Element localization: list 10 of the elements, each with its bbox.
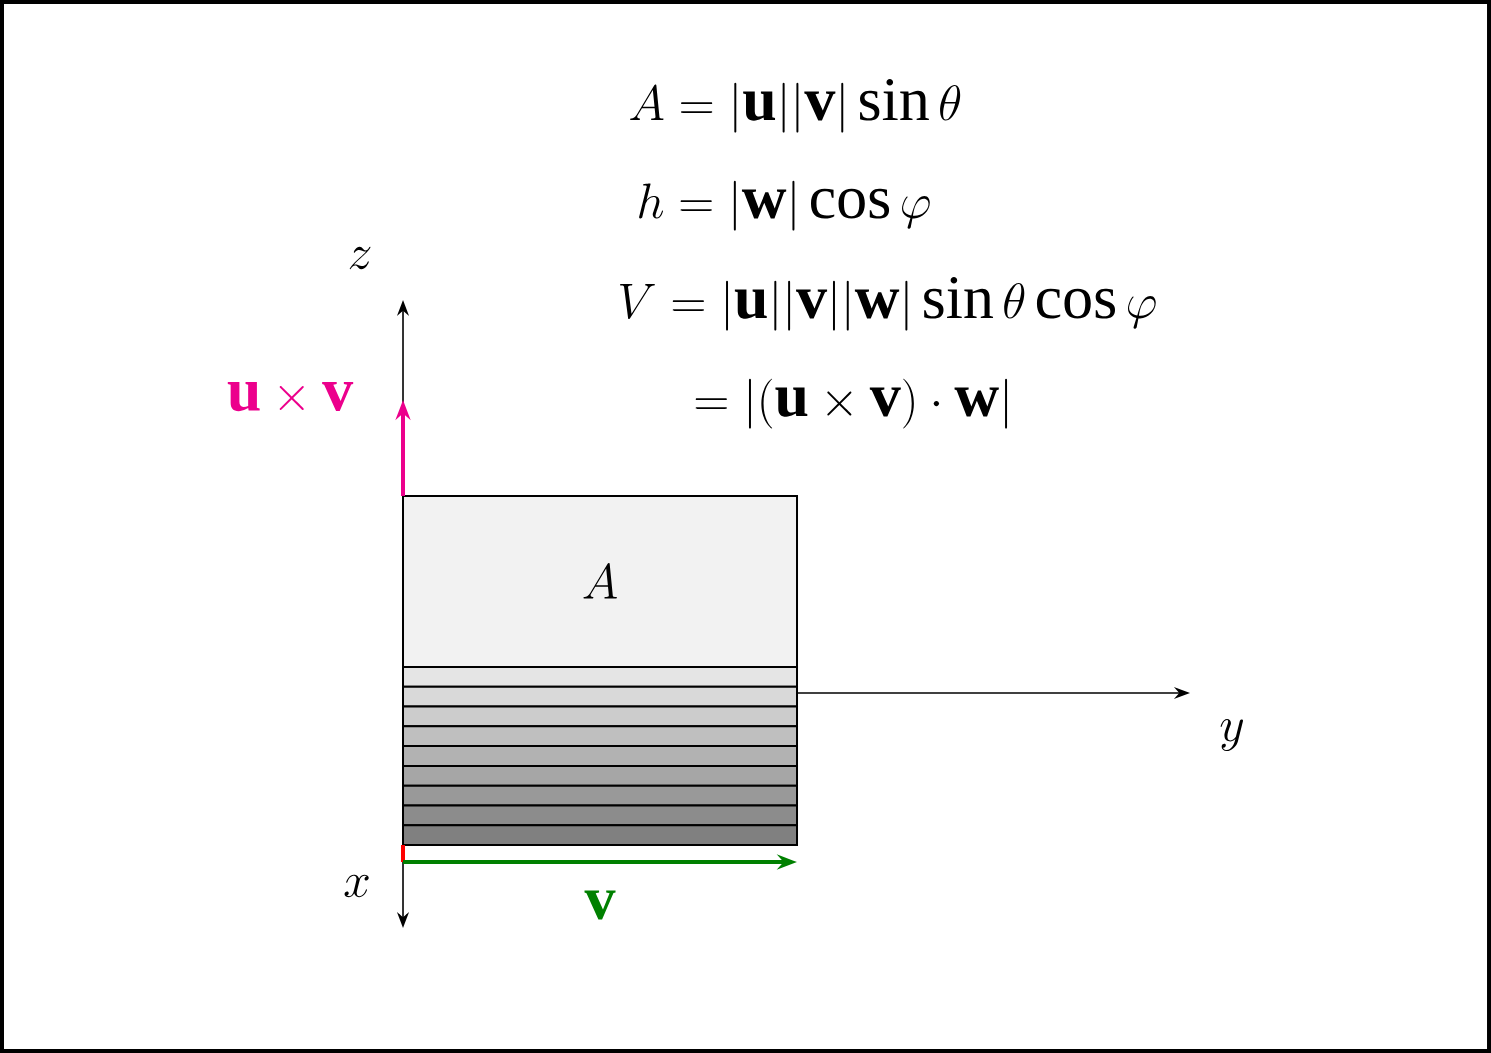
axis-label: $y$: [1220, 718, 1244, 752]
face-rectangle: $A$: [402, 495, 798, 668]
axis-label: $z$: [349, 246, 371, 270]
vector-label: $\mathbf{v}$: [584, 890, 616, 920]
formula: $A = |\mathbf{u}||\mathbf{v}|\sin\theta$: [630, 78, 961, 133]
formula: $V = |\mathbf{u}||\mathbf{v}||\mathbf{w}|\sin\theta\cos\varphi$: [620, 276, 1156, 331]
vector-label: $\mathbf{u}\times\mathbf{v}$: [227, 382, 354, 412]
formula: $h = |\mathbf{w}|\cos\varphi$: [639, 180, 930, 231]
formula: $= |(\mathbf{u}\times\mathbf{v})\cdot\mathbf{w}|$: [695, 378, 1008, 429]
axis-label: $x$: [344, 874, 369, 898]
